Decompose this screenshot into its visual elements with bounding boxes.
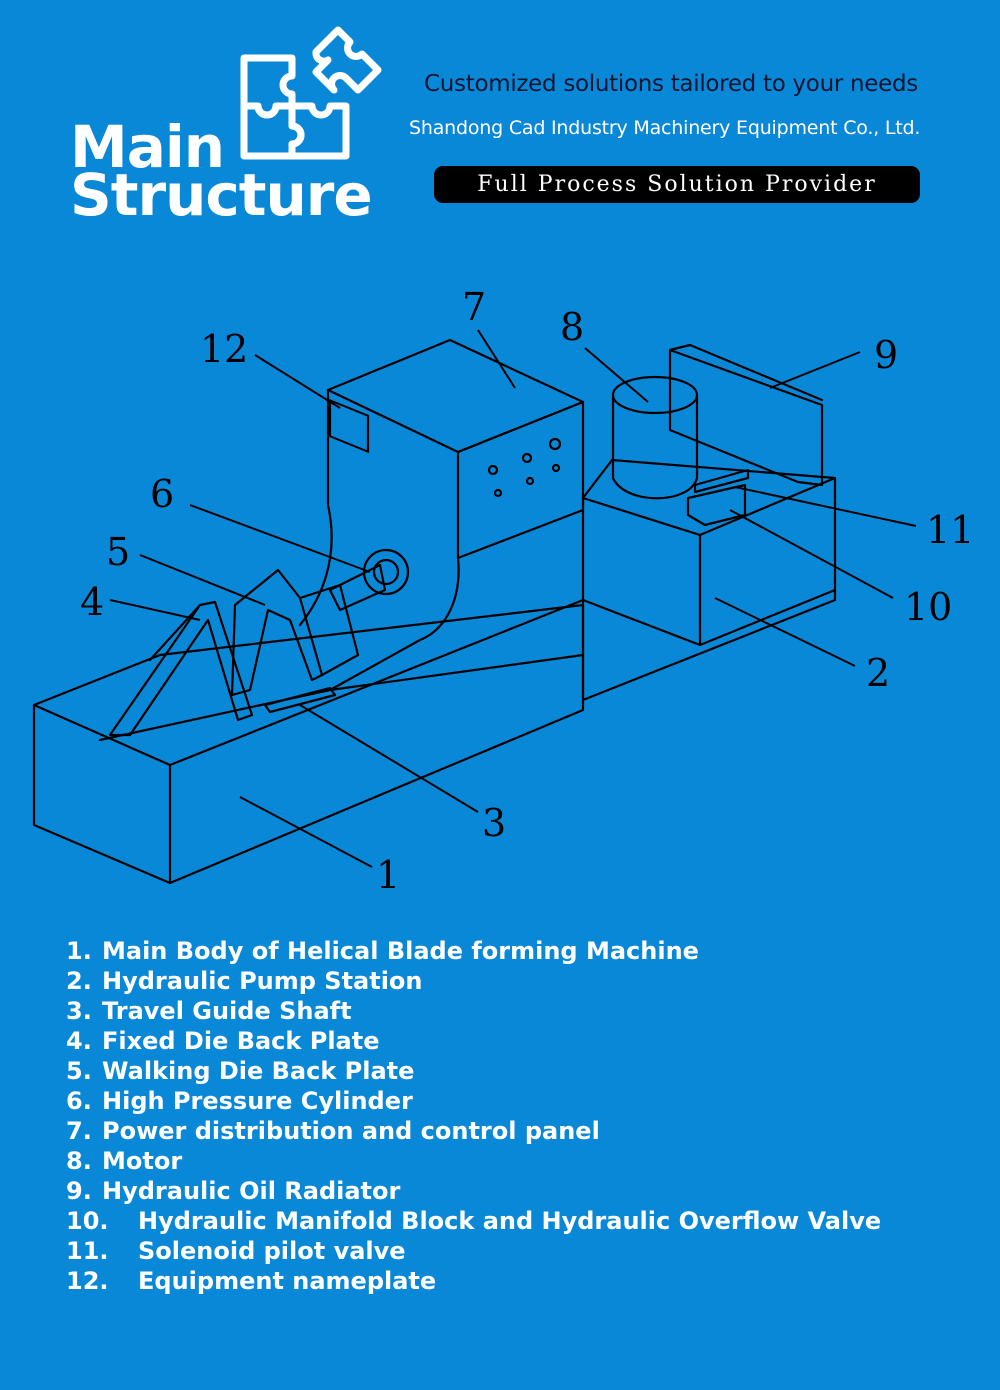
list-item: 5. Walking Die Back Plate [66,1056,881,1086]
walking-die [230,568,324,697]
item-label: Travel Guide Shaft [102,997,352,1025]
list-item: 7. Power distribution and control panel [66,1116,881,1146]
button-2 [521,452,533,464]
radiator-edge [668,343,824,402]
item-label: Solenoid pilot valve [138,1237,406,1265]
button-6 [551,463,561,473]
valve [693,468,750,494]
walking-die-back [298,583,360,677]
callout-11: 11 [926,508,974,552]
cylinder-ring [362,548,410,596]
item-number: 1. [66,937,92,965]
callout-10: 10 [904,585,952,629]
item-number: 8. [66,1147,92,1175]
guide-shaft [263,686,337,714]
item-label: Hydraulic Manifold Block and Hydraulic O… [138,1207,882,1235]
callout-8: 8 [560,305,584,349]
cabinet-sweep [328,556,460,692]
list-item: 9. Hydraulic Oil Radiator [66,1176,881,1206]
item-label: High Pressure Cylinder [102,1087,413,1115]
callout-2: 2 [866,651,890,695]
puzzle-pieces-icon [240,26,382,160]
callout-5: 5 [106,530,130,574]
item-label: Hydraulic Pump Station [102,967,423,995]
button-1 [487,464,499,476]
nameplate [328,399,370,453]
item-number: 9. [66,1177,92,1205]
list-item: 12. Equipment nameplate [66,1266,881,1296]
callout-3: 3 [482,801,506,845]
page-title-main: Main [70,113,225,181]
callout-1: 1 [376,853,400,897]
platform [581,458,837,702]
item-number: 11. [66,1237,109,1265]
item-label: Motor [102,1147,183,1175]
item-number: 3. [66,997,92,1025]
callout-7: 7 [462,285,486,329]
platform-legs [581,588,837,647]
callout-6: 6 [150,472,174,516]
callout-12: 12 [200,327,248,371]
base-box [32,603,585,885]
button-5 [525,476,535,486]
item-label: Fixed Die Back Plate [102,1027,380,1055]
list-item: 10. Hydraulic Manifold Block and Hydrauli… [66,1206,881,1236]
cylinder-ring-inner [372,558,400,586]
button-3 [548,437,562,451]
item-number: 10. [66,1207,109,1235]
item-label: Main Body of Helical Blade forming Machi… [102,937,699,965]
list-item: 11. Solenoid pilot valve [66,1236,881,1266]
list-item: 3. Travel Guide Shaft [66,996,881,1026]
cabinet-curve [298,503,333,627]
item-number: 4. [66,1027,92,1055]
item-number: 7. [66,1117,92,1145]
item-number: 5. [66,1057,92,1085]
cabinet-top [326,338,585,454]
tagline: Customized solutions tailored to your ne… [424,71,918,97]
item-number: 2. [66,967,92,995]
item-label: Walking Die Back Plate [102,1057,415,1085]
parts-list: 1. Main Body of Helical Blade forming Mac… [66,936,881,1296]
list-item: 6. High Pressure Cylinder [66,1086,881,1116]
fixed-die-left [148,603,202,662]
list-item: 4. Fixed Die Back Plate [66,1026,881,1056]
company-name: Shandong Cad Industry Machinery Equipmen… [409,117,921,139]
callout-9: 9 [874,333,898,377]
item-label: Hydraulic Oil Radiator [102,1177,401,1205]
item-label: Equipment nameplate [138,1267,437,1295]
machine-diagram: 1 2 3 4 5 6 7 8 9 10 11 12 [32,285,974,897]
button-4 [493,488,503,498]
list-item: 2. Hydraulic Pump Station [66,966,881,996]
provider-badge: Full Process Solution Provider [434,166,920,203]
fixed-die [108,600,254,737]
item-number: 6. [66,1087,92,1115]
cylinder-rod [328,563,387,612]
page-title-structure: Structure [70,161,373,229]
cabinet-front [456,400,585,560]
list-item: 8. Motor [66,1146,881,1176]
list-item: 1. Main Body of Helical Blade forming Mac… [66,936,881,966]
radiator [668,348,824,487]
callout-4: 4 [80,580,104,624]
motor-body [611,393,699,500]
item-label: Power distribution and control panel [102,1117,600,1145]
item-number: 12. [66,1267,109,1295]
